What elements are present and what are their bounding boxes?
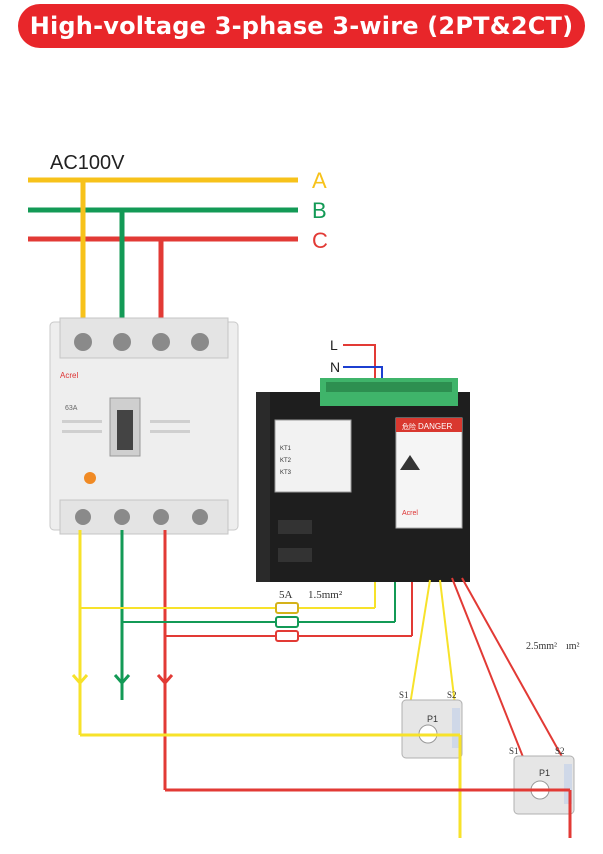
- meter-row-3: KT3: [280, 470, 292, 476]
- fuse-b: [275, 616, 299, 628]
- ct1-s2: S2: [447, 690, 457, 700]
- arrow-c: [156, 674, 174, 686]
- aux-l-label: L: [330, 337, 338, 353]
- power-meter: KT1 KT2 KT3 DANGER 危险 Acrel: [256, 378, 470, 582]
- breaker-brand: Acrel: [60, 371, 78, 380]
- ct1-p1: P1: [427, 714, 438, 724]
- fuse-a: [275, 602, 299, 614]
- ct1-s1: S1: [399, 690, 409, 700]
- arrow-a: [71, 674, 89, 686]
- circuit-breaker: Acrel 63A: [49, 317, 239, 535]
- ct2-wire-r: [451, 577, 526, 763]
- supply-label: AC100V: [50, 152, 125, 174]
- ct2-s1: S1: [509, 746, 519, 756]
- title-banner: High-voltage 3-phase 3-wire (2PT&2CT): [18, 4, 585, 48]
- page-title: High-voltage 3-phase 3-wire (2PT&2CT): [29, 12, 574, 40]
- wire-large-label-2: ım²: [566, 641, 580, 652]
- phase-c-label: C: [312, 228, 328, 253]
- current-transformer-2: S1 S2 P1: [509, 746, 575, 815]
- meter-danger-cn: 危险: [402, 422, 416, 431]
- phase-a-label: A: [312, 168, 327, 193]
- ct2-wire-r2: [461, 577, 566, 763]
- ct1-wire-y2: [439, 579, 456, 706]
- arrow-b: [113, 674, 131, 686]
- ct2-s2: S2: [555, 746, 565, 756]
- breaker-rating: 63A: [65, 405, 78, 412]
- current-transformer-1: S1 S2 P1: [399, 690, 463, 759]
- wire-small-label: 1.5mm²: [308, 589, 343, 601]
- meter-row-1: KT1: [280, 446, 292, 452]
- meter-danger-label: DANGER: [418, 422, 452, 431]
- phase-b-label: B: [312, 198, 327, 223]
- meter-brand: Acrel: [402, 510, 418, 517]
- aux-n-label: N: [330, 359, 340, 375]
- ct2-p1: P1: [539, 768, 550, 778]
- meter-row-2: KT2: [280, 458, 292, 464]
- wire-large-label: 2.5mm²: [526, 641, 557, 652]
- ct1-wire-y: [409, 579, 431, 706]
- fuse-label: 5A: [279, 589, 293, 601]
- fuse-c: [275, 630, 299, 642]
